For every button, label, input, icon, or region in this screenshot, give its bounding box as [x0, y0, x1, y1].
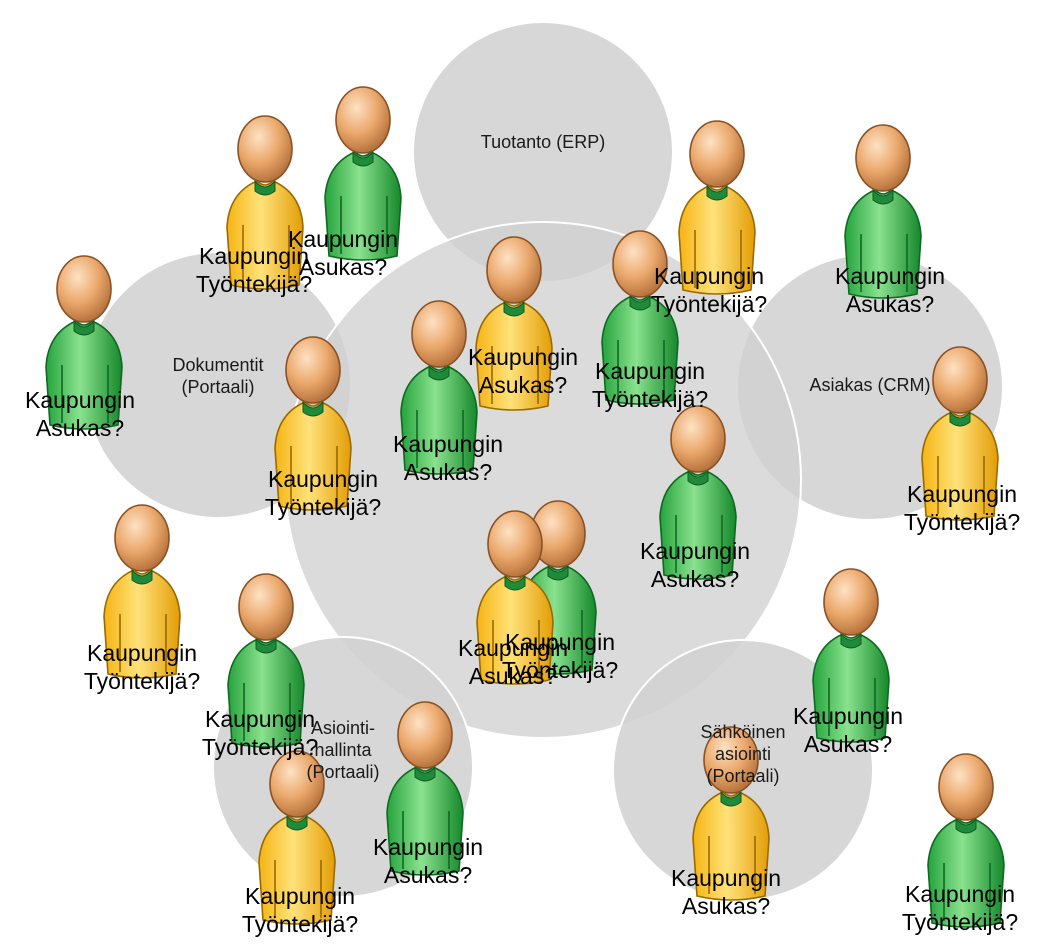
- person-icon-asukas: [692, 726, 770, 901]
- person-icon-asukas: [475, 236, 553, 411]
- person-icon-asukas: [226, 115, 304, 290]
- person-icon-asukas: [274, 336, 352, 511]
- person-icon-tyontekija: [601, 230, 679, 405]
- person-icon-tyontekija: [227, 573, 305, 748]
- person-icon-asukas: [476, 510, 554, 685]
- person-icon-tyontekija: [386, 701, 464, 876]
- person-icon-tyontekija: [659, 405, 737, 580]
- person-icon-tyontekija: [400, 300, 478, 475]
- person-icon-asukas: [103, 504, 181, 679]
- person-icon-asukas: [678, 120, 756, 295]
- person-icon-tyontekija: [927, 753, 1005, 928]
- person-icon-asukas: [921, 346, 999, 521]
- person-icon-asukas: [258, 750, 336, 925]
- person-icon-tyontekija: [844, 124, 922, 299]
- person-icon-tyontekija: [812, 568, 890, 743]
- person-icon-tyontekija: [45, 255, 123, 430]
- person-icon-tyontekija: [324, 86, 402, 261]
